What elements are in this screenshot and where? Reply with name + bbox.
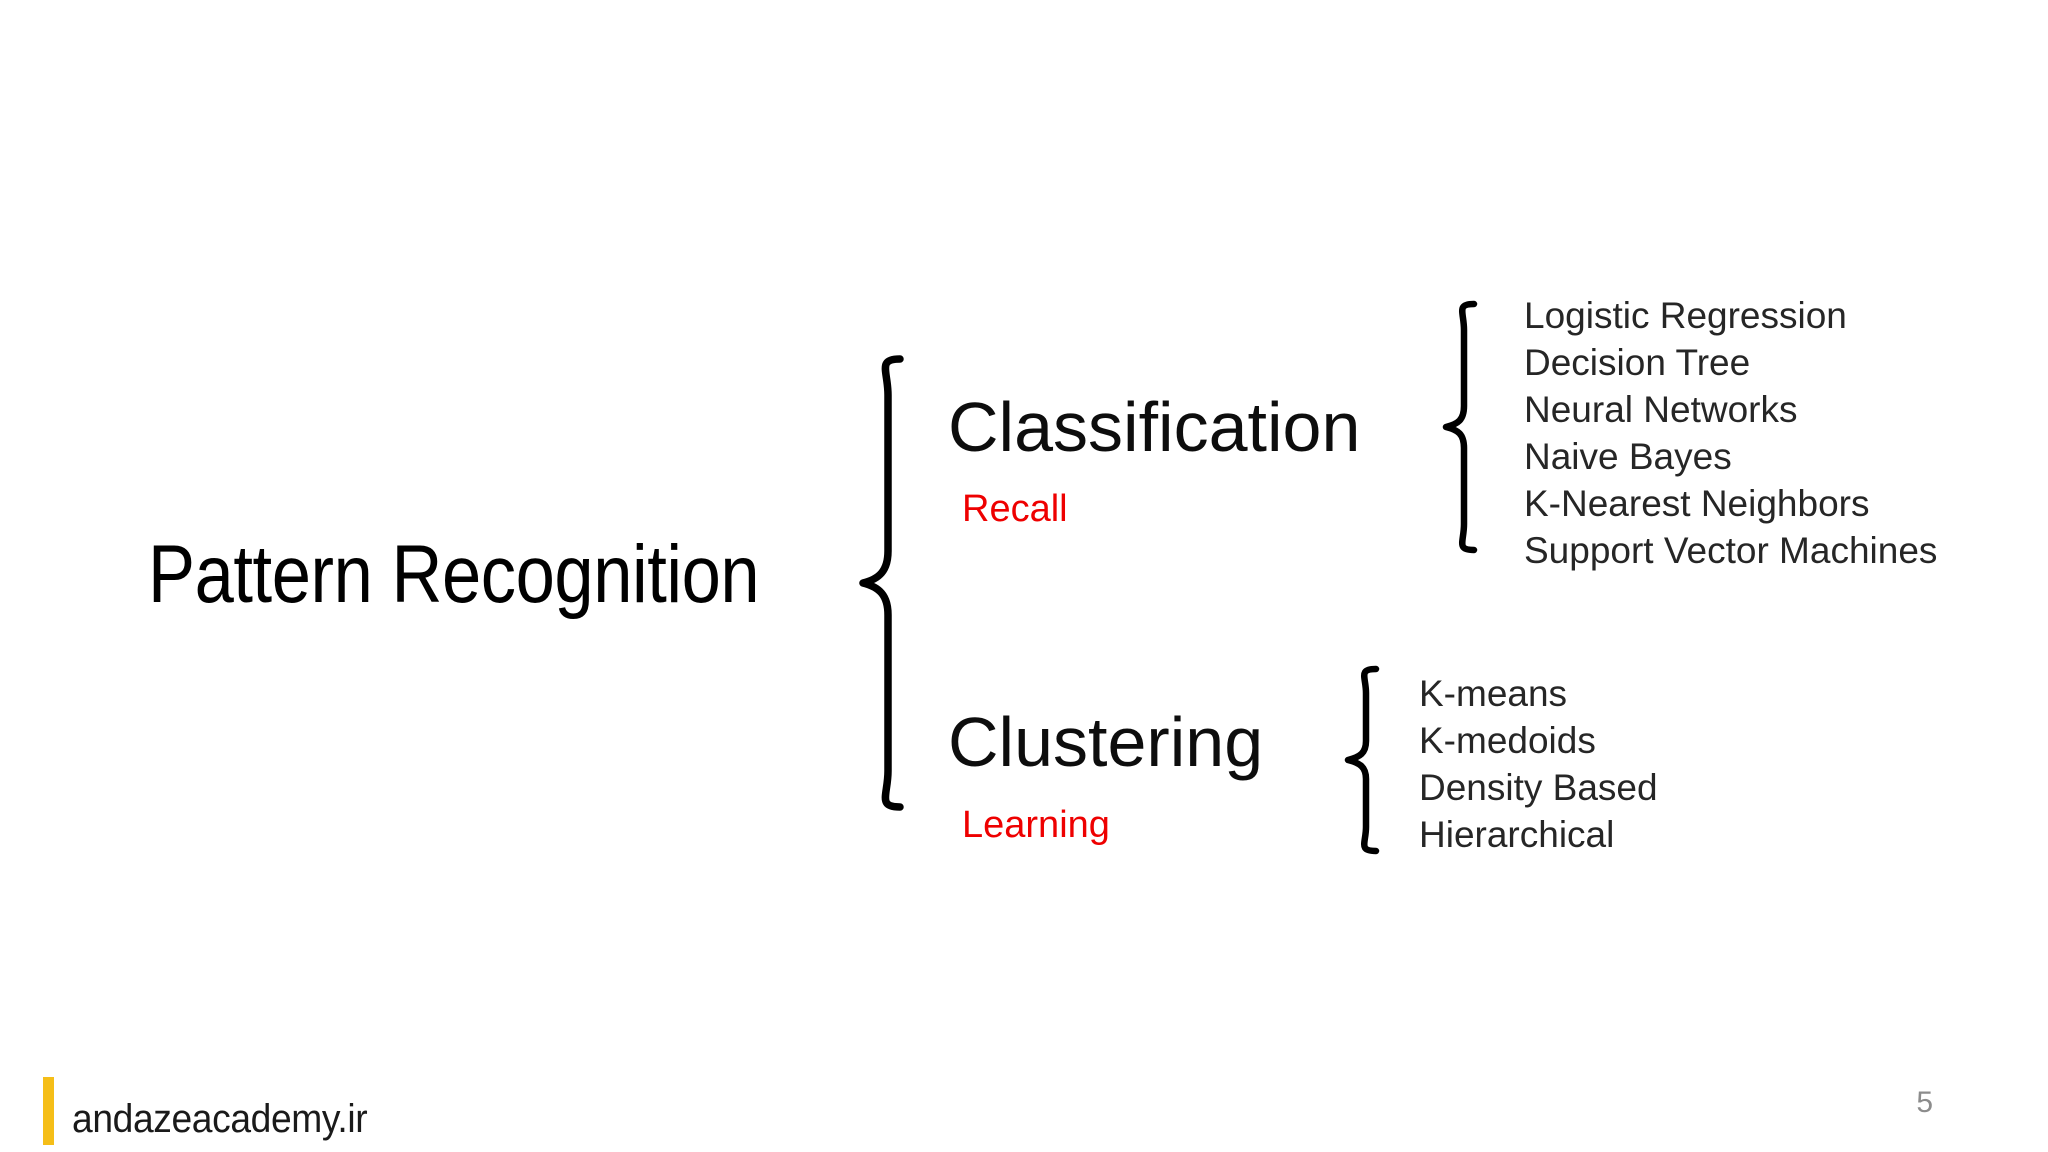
list-item: Naive Bayes [1524, 436, 1732, 477]
brand-text: andazeacademy.ir [72, 1097, 368, 1141]
brand-accent-bar [43, 1077, 54, 1145]
page-number: 5 [1916, 1086, 1933, 1119]
list-item: Density Based [1419, 767, 1658, 808]
list-item: Decision Tree [1524, 342, 1751, 383]
list-item: Support Vector Machines [1524, 530, 1938, 571]
list-item: Neural Networks [1524, 389, 1798, 430]
root-node-label: Pattern Recognition [148, 529, 760, 620]
list-item: K-means [1419, 673, 1568, 714]
list-item: Hierarchical [1419, 814, 1615, 855]
branch-subtitle-recall: Recall [962, 488, 1068, 530]
branch-subtitle-learning: Learning [962, 804, 1110, 846]
list-item: Logistic Regression [1524, 295, 1847, 336]
list-item: K-medoids [1419, 720, 1596, 761]
root-brace-icon [855, 355, 915, 830]
branch-title-clustering: Clustering [948, 703, 1264, 781]
list-item: K-Nearest Neighbors [1524, 483, 1870, 524]
clustering-brace-icon [1342, 665, 1386, 860]
branch-title-classification: Classification [948, 388, 1361, 466]
brand-watermark: andazeacademy.ir [43, 1077, 390, 1145]
classification-algorithm-list: Logistic Regression Decision Tree Neural… [1524, 292, 1937, 574]
clustering-algorithm-list: K-means K-medoids Density Based Hierarch… [1419, 670, 1658, 858]
classification-brace-icon [1440, 300, 1484, 559]
